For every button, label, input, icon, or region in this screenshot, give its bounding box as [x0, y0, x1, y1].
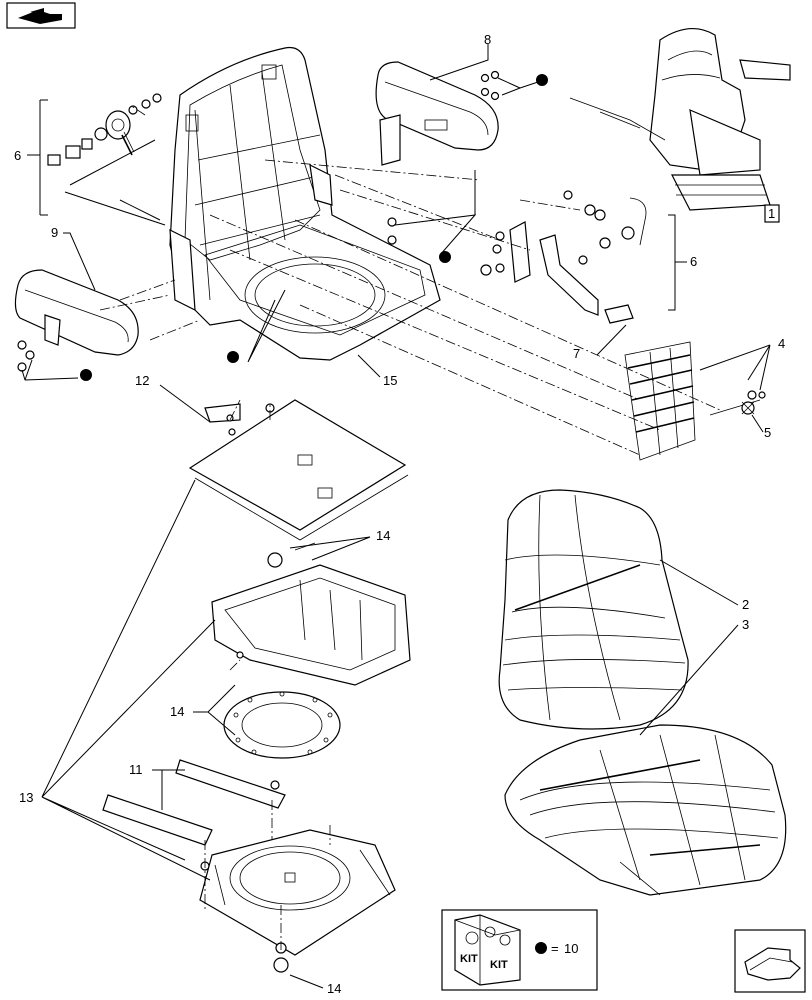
callout-15: 15 [383, 373, 397, 388]
seat-cushion [504, 724, 787, 896]
callout-8: 8 [484, 32, 491, 47]
callout-11: 11 [129, 762, 143, 777]
kit-equals: = [551, 941, 559, 956]
right-armrest [375, 61, 500, 166]
backrest-cushion [498, 489, 689, 730]
callout-14-middle: 14 [170, 704, 184, 719]
callout-4: 4 [778, 336, 785, 351]
callout-6-left: 6 [14, 148, 21, 163]
next-page-arrow-icon[interactable] [734, 929, 806, 993]
callout-2: 2 [742, 597, 749, 612]
right-pivot-bracket [387, 190, 647, 324]
kit-number: 10 [564, 941, 578, 956]
left-armrest [14, 269, 139, 372]
lumbar-knob [741, 401, 755, 415]
lumbar-support-mat [624, 341, 766, 461]
callout-14-bottom: 14 [327, 981, 341, 996]
callout-6-right: 6 [690, 254, 697, 269]
seat-frame [169, 46, 441, 361]
swivel-base-plate [199, 829, 396, 973]
callout-12: 12 [135, 373, 149, 388]
slide-rail-assembly [211, 542, 411, 686]
complete-seat-reference [569, 28, 791, 223]
left-pivot-hardware [47, 127, 108, 166]
mounting-straps [102, 759, 286, 871]
kit-bullet-icon [535, 942, 547, 954]
swivel-gasket [223, 691, 341, 759]
lumbar-spring-knob [105, 93, 162, 156]
callout-14-top: 14 [376, 528, 390, 543]
view-direction-arrow-icon[interactable] [6, 2, 76, 29]
callout-labels: 8 6 9 6 7 15 12 4 5 14 14 11 13 14 2 3 1 [14, 32, 785, 996]
mounting-plate [188, 399, 409, 541]
callout-3: 3 [742, 617, 749, 632]
leader-lines [21, 44, 771, 989]
callout-9: 9 [51, 225, 58, 240]
callout-7: 7 [573, 346, 580, 361]
kit-bullets [80, 74, 548, 381]
callout-1: 1 [768, 206, 775, 221]
callout-13: 13 [19, 790, 33, 805]
kit-label-right: KIT [490, 959, 508, 971]
callout-5: 5 [764, 425, 771, 440]
kit-legend: KIT KIT = 10 [441, 909, 598, 991]
kit-label-left: KIT [460, 953, 478, 965]
